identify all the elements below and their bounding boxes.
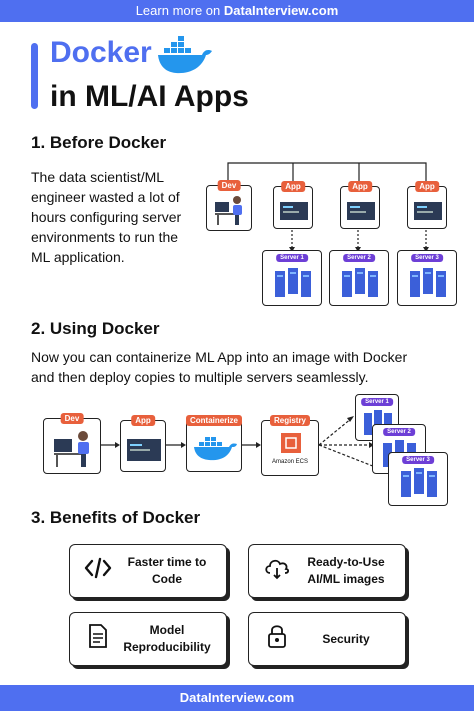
app-box-2-before: App — [340, 181, 380, 229]
section-using-docker-heading: 2. Using Docker — [31, 319, 160, 338]
benefit-card-faster-time: Faster time to Code — [69, 544, 227, 598]
app-tag: App — [348, 181, 372, 192]
server-rack-icon — [342, 268, 378, 297]
section-using-docker-text: Now you can containerize ML App into an … — [31, 349, 408, 385]
section-before-docker-heading: 1. Before Docker — [31, 133, 167, 152]
dev-box-docker: Dev — [43, 413, 101, 474]
app-box-docker: App — [120, 415, 166, 472]
server-rack-icon — [401, 468, 437, 497]
top-banner-link[interactable]: DataInterview.com — [223, 3, 339, 18]
benefit-card-security: Security — [248, 612, 406, 666]
registry-service-label: Amazon ECS — [271, 459, 308, 465]
top-banner: Learn more on DataInterview.com — [0, 0, 474, 22]
app-tag: App — [131, 415, 155, 426]
dev-tag: Dev — [60, 413, 84, 424]
code-icon — [78, 556, 118, 586]
containerize-tag: Containerize — [185, 415, 243, 426]
benefit-label: Model Reproducibility — [123, 623, 211, 654]
app-tag: App — [281, 181, 305, 192]
server-tag: Server 3 — [402, 456, 434, 464]
lock-icon — [257, 623, 297, 655]
title-accent-bar — [31, 43, 38, 109]
app-box-3-before: App — [407, 181, 447, 229]
section-before-docker-text: The data scientist/ML engineer wasted a … — [31, 169, 182, 265]
benefit-card-reproducibility: Model Reproducibility — [69, 612, 227, 666]
developer-icon — [215, 196, 242, 225]
cloud-download-icon — [257, 556, 297, 586]
app-box-1-before: App — [273, 181, 313, 229]
footer-banner[interactable]: DataInterview.com — [0, 685, 474, 711]
server-tag: Server 1 — [276, 254, 308, 262]
server-rack-icon — [410, 268, 446, 297]
top-banner-prefix: Learn more on — [135, 3, 224, 18]
page-title-line2: in ML/AI Apps — [50, 80, 249, 113]
server-rack-icon — [275, 268, 311, 297]
server-box-2-before: Server 2 — [329, 250, 389, 306]
app-tag: App — [415, 181, 439, 192]
server-tag: Server 2 — [383, 428, 415, 436]
benefit-label: Security — [322, 631, 370, 646]
benefit-card-ready-images: Ready-to-Use AI/ML images — [248, 544, 406, 598]
app-window-icon — [127, 439, 161, 461]
server-box-3-docker: Server 3 — [388, 452, 448, 506]
amazon-ecs-icon — [281, 433, 301, 453]
benefit-label: Ready-to-Use AI/ML images — [307, 555, 385, 586]
section-benefits-heading: 3. Benefits of Docker — [31, 508, 201, 527]
docker-whale-icon — [158, 36, 212, 74]
benefit-label: Faster time to Code — [127, 555, 207, 586]
app-window-icon — [280, 202, 308, 220]
server-tag: Server 1 — [361, 398, 393, 406]
server-box-1-before: Server 1 — [262, 250, 322, 306]
dev-tag: Dev — [217, 180, 241, 191]
registry-tag: Registry — [269, 415, 311, 426]
developer-icon — [54, 431, 89, 467]
page-title-line1: Docker — [50, 36, 152, 69]
server-tag: Server 2 — [343, 254, 375, 262]
app-window-icon — [347, 202, 375, 220]
server-box-3-before: Server 3 — [397, 250, 457, 306]
server-tag: Server 3 — [411, 254, 443, 262]
registry-box: Registry Amazon ECS — [261, 415, 319, 476]
dev-box-before: Dev — [206, 180, 252, 231]
docker-whale-icon — [194, 437, 237, 461]
containerize-box: Containerize — [185, 415, 243, 472]
document-icon — [78, 623, 118, 655]
app-window-icon — [414, 202, 442, 220]
